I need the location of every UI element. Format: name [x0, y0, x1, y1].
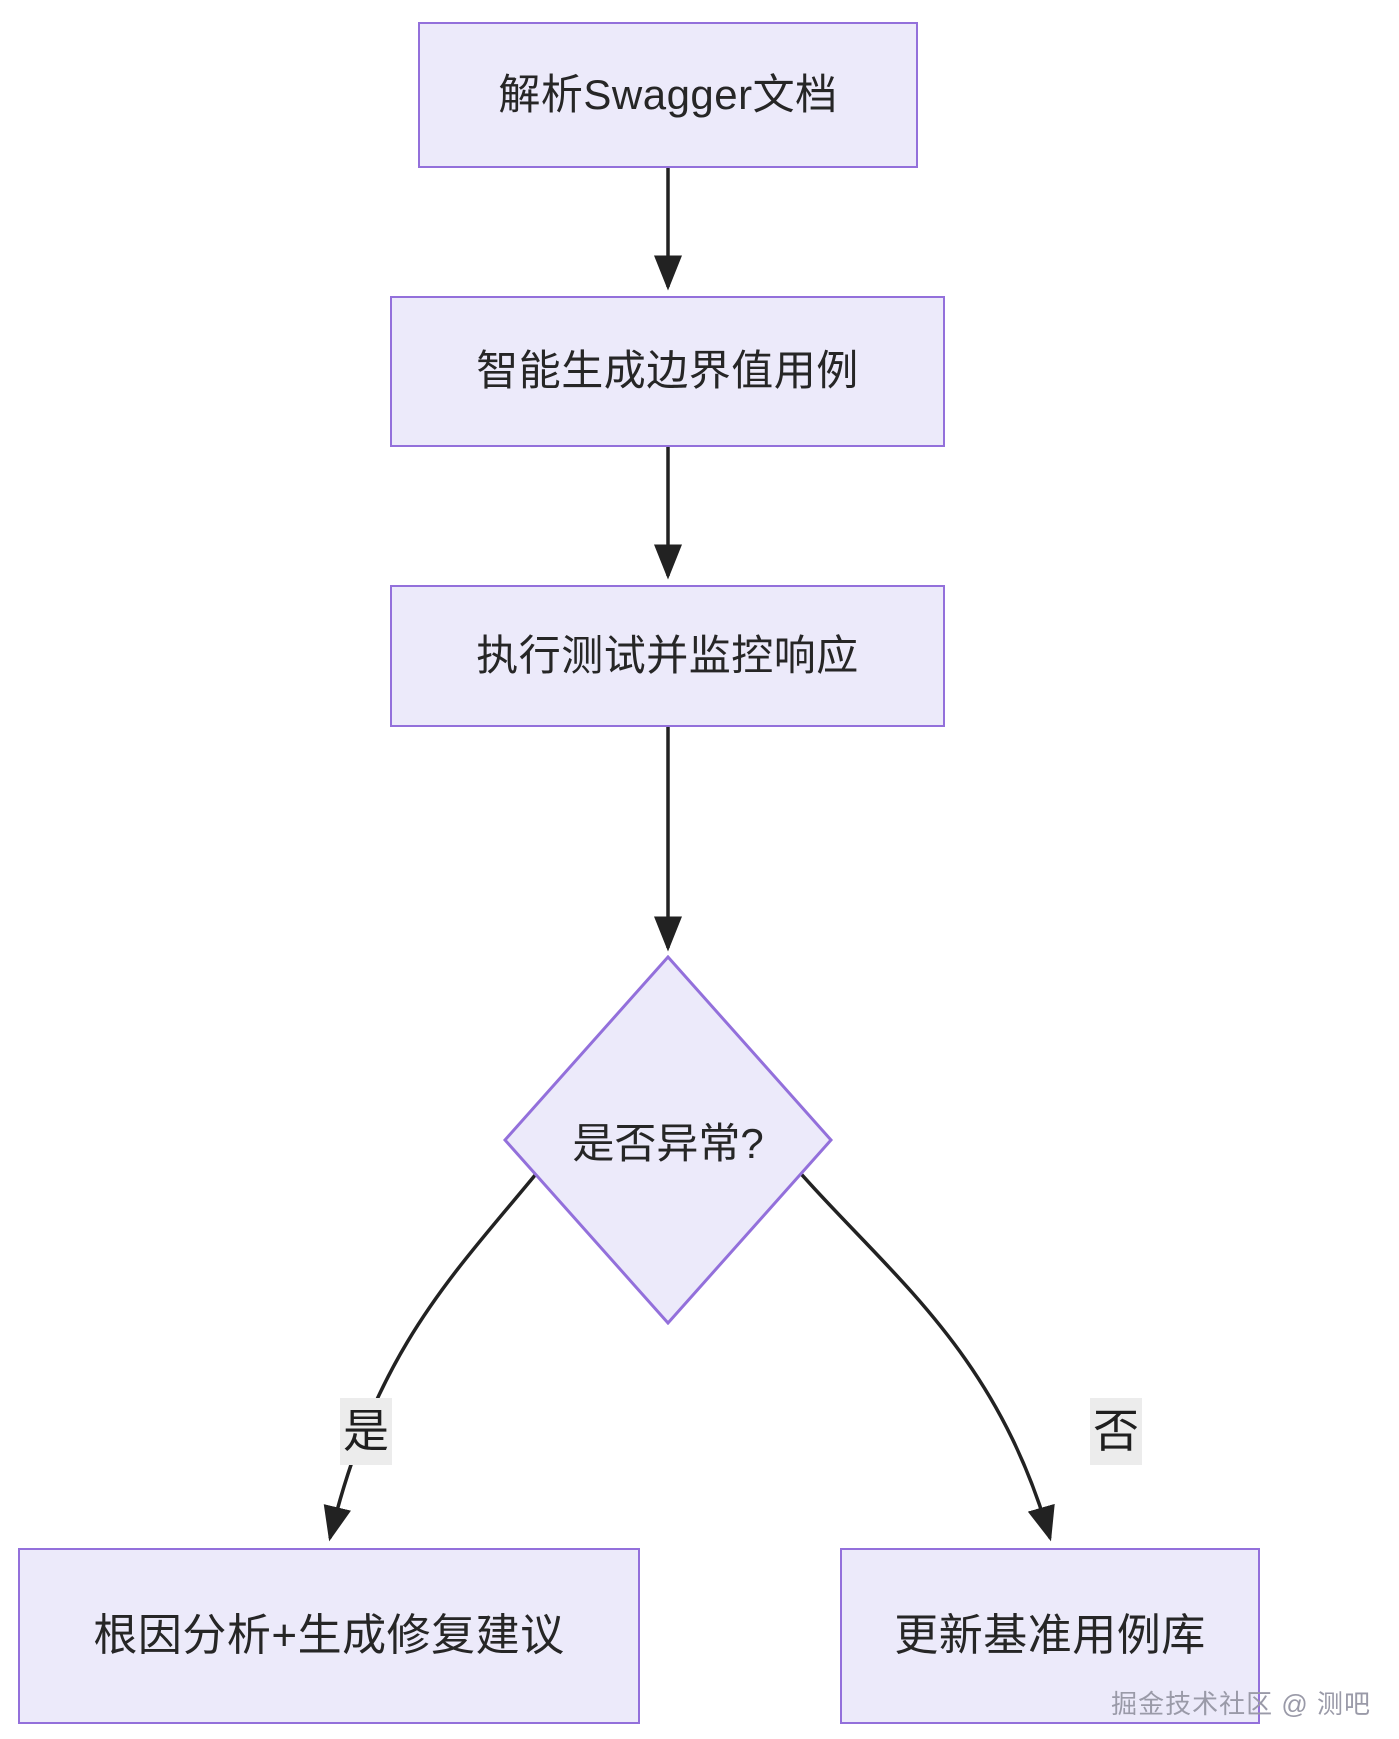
- node-label: 更新基准用例库: [894, 1610, 1206, 1660]
- node-root-cause-analysis-fix-suggestion[interactable]: 根因分析+生成修复建议: [18, 1548, 640, 1724]
- node-parse-swagger-doc[interactable]: 解析Swagger文档: [418, 22, 918, 168]
- edge-label-no: 否: [1090, 1398, 1142, 1465]
- node-label: 解析Swagger文档: [498, 70, 838, 118]
- node-update-baseline-case-library[interactable]: 更新基准用例库: [840, 1548, 1260, 1724]
- diamond-shape: [503, 955, 833, 1325]
- node-decision-is-abnormal[interactable]: 是否异常?: [503, 955, 833, 1325]
- node-label: 根因分析+生成修复建议: [93, 1610, 565, 1660]
- watermark: 掘金技术社区 @ 测吧: [1111, 1689, 1371, 1719]
- node-label: 智能生成边界值用例: [476, 347, 859, 395]
- node-label: 执行测试并监控响应: [476, 631, 859, 679]
- edge-label-yes: 是: [340, 1398, 392, 1465]
- node-execute-test-monitor-response[interactable]: 执行测试并监控响应: [390, 585, 945, 727]
- node-generate-boundary-cases[interactable]: 智能生成边界值用例: [390, 296, 945, 447]
